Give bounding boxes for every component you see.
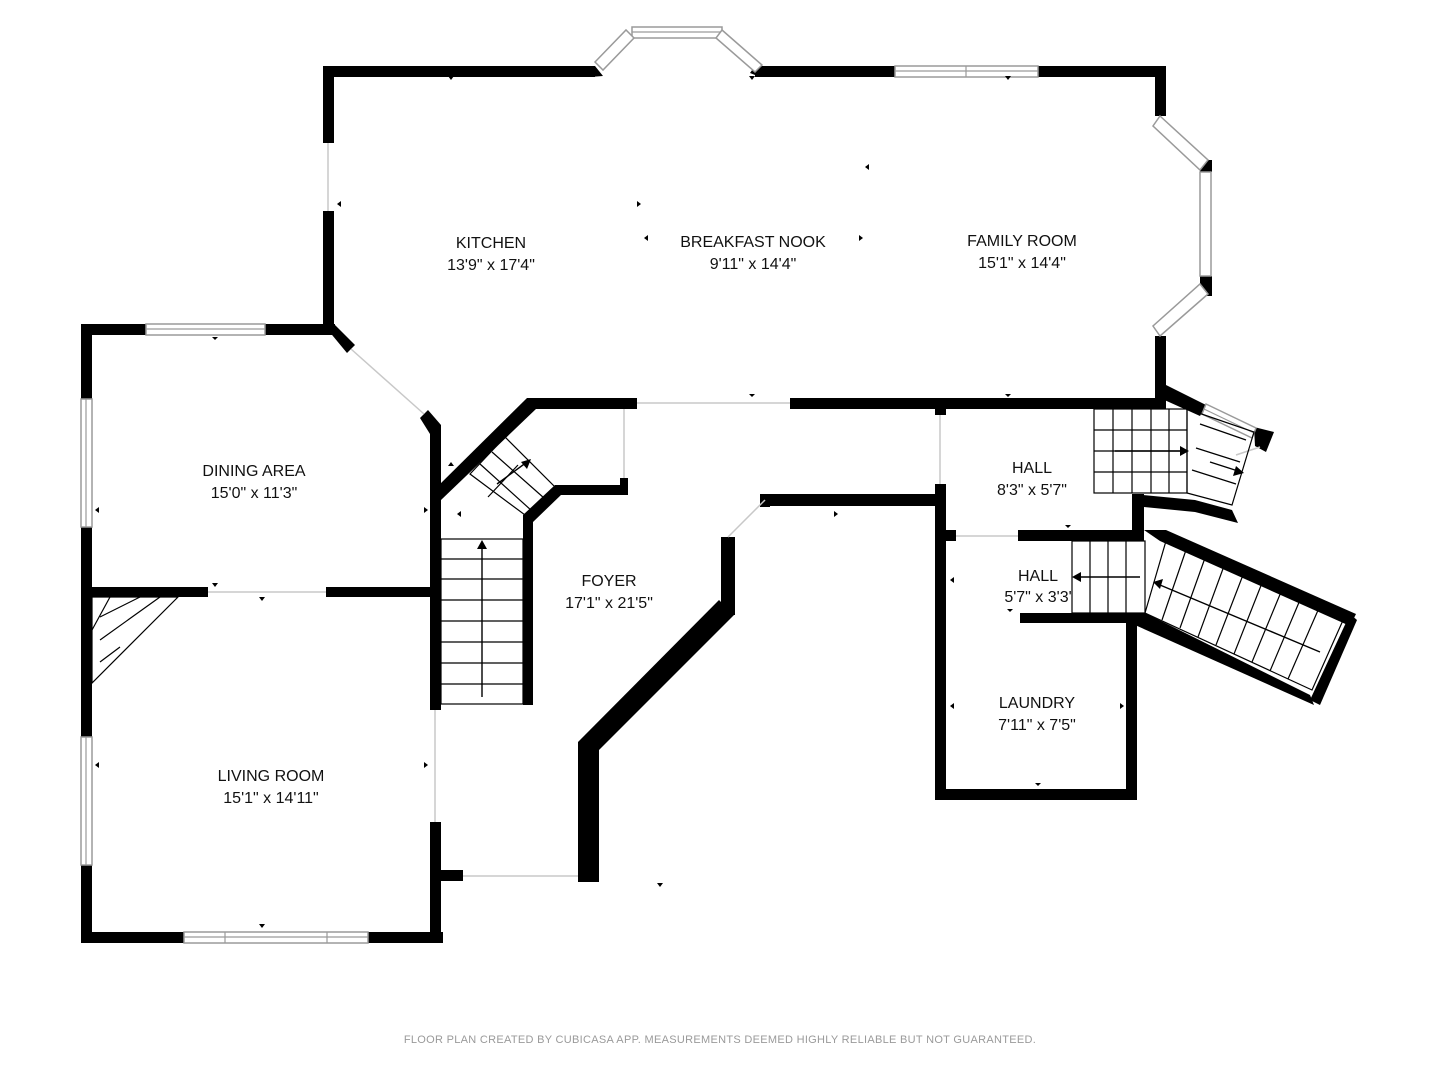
room-name: DINING AREA bbox=[202, 463, 305, 480]
room-dimensions: 7'11" x 7'5" bbox=[998, 717, 1076, 734]
room-name: FOYER bbox=[581, 573, 636, 590]
room-dimensions: 15'0" x 11'3" bbox=[211, 485, 298, 502]
room-family-room: FAMILY ROOM 15'1" x 14'4" bbox=[967, 233, 1077, 272]
room-name: FAMILY ROOM bbox=[967, 233, 1077, 250]
room-name: KITCHEN bbox=[456, 235, 526, 252]
room-living-room: LIVING ROOM 15'1" x 14'11" bbox=[218, 768, 325, 807]
room-kitchen: KITCHEN 13'9" x 17'4" bbox=[447, 235, 535, 274]
room-dimensions: 8'3" x 5'7" bbox=[997, 482, 1067, 499]
room-hall-upper: HALL 8'3" x 5'7" bbox=[997, 460, 1067, 499]
room-name: LIVING ROOM bbox=[218, 768, 325, 785]
walls bbox=[81, 66, 1357, 943]
windows bbox=[80, 26, 1257, 944]
room-dimensions: 13'9" x 17'4" bbox=[447, 257, 535, 274]
room-name: HALL bbox=[1018, 568, 1058, 585]
room-hall-lower: HALL 5'7" x 3'3' bbox=[1004, 568, 1071, 606]
room-foyer: FOYER 17'1" x 21'5" bbox=[565, 573, 653, 612]
room-laundry: LAUNDRY 7'11" x 7'5" bbox=[998, 695, 1076, 734]
room-name: HALL bbox=[1012, 460, 1052, 477]
room-dimensions: 17'1" x 21'5" bbox=[565, 595, 653, 612]
door-openings bbox=[208, 143, 1261, 877]
wall-ticks bbox=[95, 76, 1124, 928]
room-name: LAUNDRY bbox=[999, 695, 1076, 712]
room-dimensions: 15'1" x 14'4" bbox=[978, 255, 1066, 272]
room-breakfast-nook: BREAKFAST NOOK 9'11" x 14'4" bbox=[680, 234, 826, 273]
footer-disclaimer: FLOOR PLAN CREATED BY CUBICASA APP. MEAS… bbox=[403, 1034, 1037, 1046]
room-dimensions: 9'11" x 14'4" bbox=[710, 256, 797, 273]
stairs bbox=[91, 408, 1345, 705]
room-dimensions: 5'7" x 3'3' bbox=[1004, 589, 1071, 606]
room-dimensions: 15'1" x 14'11" bbox=[223, 790, 318, 807]
room-dining-area: DINING AREA 15'0" x 11'3" bbox=[202, 463, 305, 502]
room-name: BREAKFAST NOOK bbox=[680, 234, 826, 251]
room-labels: KITCHEN 13'9" x 17'4" BREAKFAST NOOK 9'1… bbox=[202, 233, 1076, 807]
